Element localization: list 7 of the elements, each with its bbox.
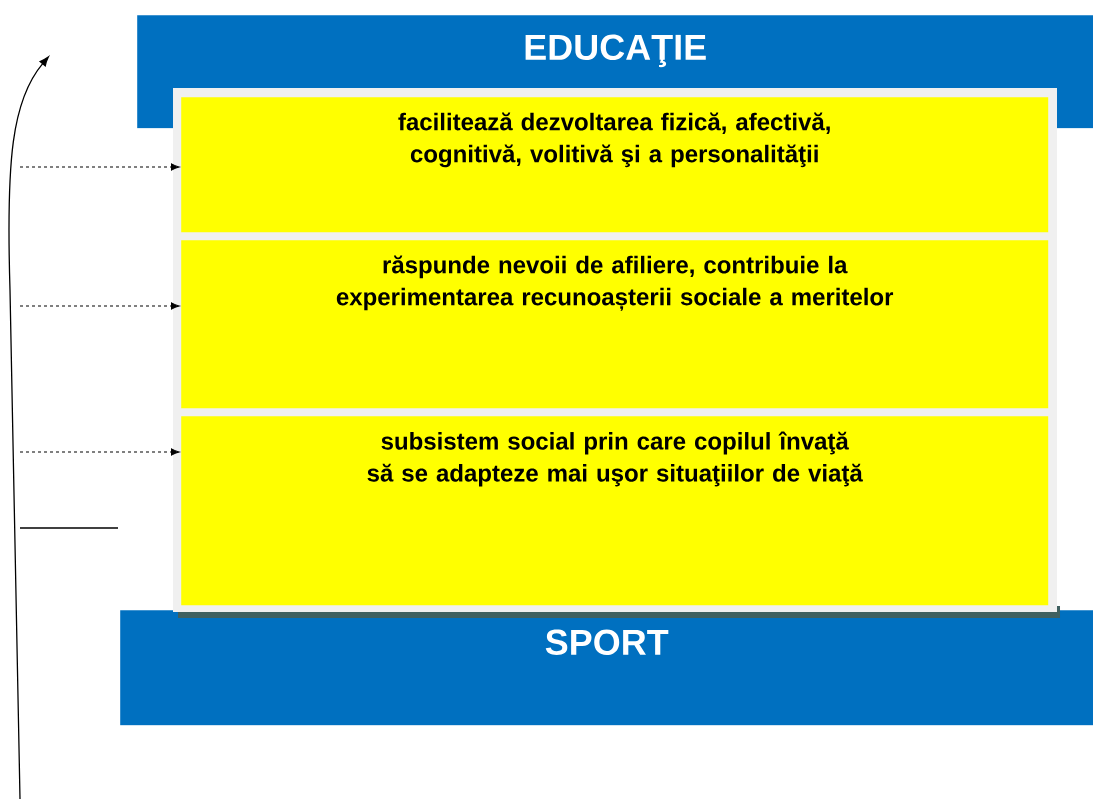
arrow: [19, 163, 180, 171]
arrow: [19, 448, 180, 456]
text-box: subsistem social prin care copilul învaţă să se adapteze mai uşor situaţiilor de viaţă: [181, 416, 1049, 606]
text-box: facilitează dezvoltarea fizică, afectivă, cognitivă, volitivă şi a personalităţii: [181, 97, 1049, 233]
heading-band: SPORT: [120, 610, 1093, 726]
arrow: [19, 302, 180, 310]
text-box: răspunde nevoii de afiliere, contribuie la experimentarea recunoașterii sociale a meritelor: [181, 240, 1049, 409]
